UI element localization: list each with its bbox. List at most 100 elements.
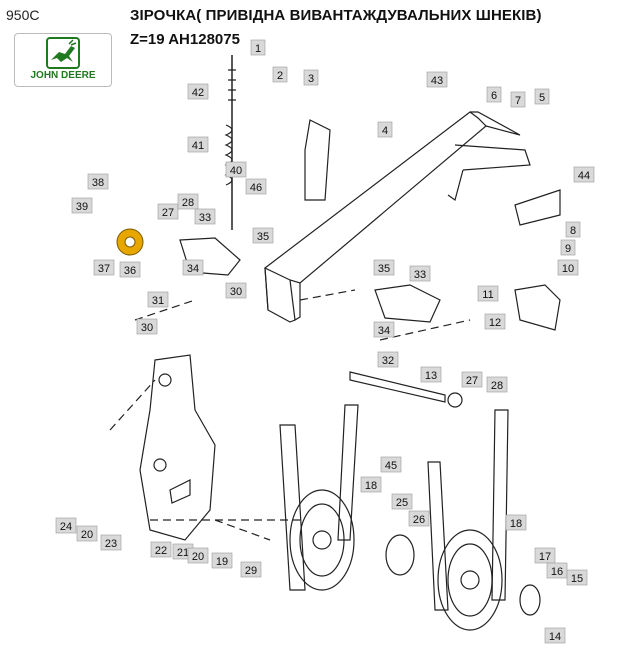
john-deere-logo: JOHN DEERE: [14, 33, 112, 87]
callout-label: 2: [277, 70, 283, 82]
callout-label: 15: [571, 573, 583, 585]
callout-label: 35: [378, 263, 390, 275]
callout-label: 40: [230, 165, 242, 177]
callout-label: 25: [396, 497, 408, 509]
callout-3: 3: [303, 69, 319, 86]
callout-4: 4: [377, 121, 393, 138]
callout-34: 34: [182, 259, 204, 276]
callout-13: 13: [420, 366, 442, 383]
callout-41: 41: [187, 136, 209, 153]
callout-label: 39: [76, 201, 88, 213]
callout-label: 19: [216, 556, 228, 568]
callout-46: 46: [245, 178, 267, 195]
callout-label: 5: [539, 92, 545, 104]
page-title: ЗІРОЧКА( ПРИВІДНА ВИВАНТАЖДУВАЛЬНИХ ШНЕК…: [130, 7, 542, 24]
callout-20: 20: [76, 525, 98, 542]
callout-label: 37: [98, 263, 110, 275]
callout-28: 28: [486, 376, 508, 393]
callout-label: 34: [187, 263, 199, 275]
callout-30: 30: [136, 318, 158, 335]
callout-10: 10: [557, 259, 579, 276]
callout-label: 8: [570, 225, 576, 237]
callout-31: 31: [147, 291, 169, 308]
callout-37: 37: [93, 259, 115, 276]
callout-18: 18: [505, 514, 527, 531]
callout-label: 20: [81, 529, 93, 541]
callout-label: 29: [245, 565, 257, 577]
callout-label: 36: [124, 265, 136, 277]
callout-label: 14: [549, 631, 561, 643]
callout-label: 41: [192, 140, 204, 152]
guard: [514, 284, 561, 331]
callout-label: 10: [562, 263, 574, 275]
callout-label: 35: [257, 231, 269, 243]
callout-label: 18: [365, 480, 377, 492]
callout-11: 11: [477, 285, 499, 302]
callout-label: 44: [578, 170, 590, 182]
callout-label: 43: [431, 75, 443, 87]
callout-42: 42: [187, 83, 209, 100]
callout-label: 26: [413, 514, 425, 526]
callout-34: 34: [373, 321, 395, 338]
callout-29: 29: [240, 561, 262, 578]
callout-38: 38: [87, 173, 109, 190]
brand-name: JOHN DEERE: [30, 70, 96, 81]
callout-9: 9: [560, 239, 576, 256]
callout-label: 6: [491, 90, 497, 102]
callout-35: 35: [252, 227, 274, 244]
callout-label: 32: [382, 355, 394, 367]
callout-19: 19: [211, 552, 233, 569]
callout-32: 32: [377, 351, 399, 368]
callout-7: 7: [510, 91, 526, 108]
callout-23: 23: [100, 534, 122, 551]
callout-label: 46: [250, 182, 262, 194]
callout-14: 14: [544, 627, 566, 644]
callout-label: 30: [141, 322, 153, 334]
callout-label: 7: [515, 95, 521, 107]
callout-label: 33: [199, 212, 211, 224]
callout-35: 35: [373, 259, 395, 276]
callout-label: 27: [466, 375, 478, 387]
callout-33: 33: [194, 208, 216, 225]
hub: [385, 534, 415, 576]
callout-40: 40: [225, 161, 247, 178]
callout-label: 28: [491, 380, 503, 392]
callout-39: 39: [71, 197, 93, 214]
callout-label: 23: [105, 538, 117, 550]
callout-18: 18: [360, 476, 382, 493]
callout-label: 11: [482, 289, 493, 301]
callout-12: 12: [484, 313, 506, 330]
callout-label: 9: [565, 243, 571, 255]
callout-30: 30: [225, 282, 247, 299]
callout-25: 25: [391, 493, 413, 510]
callout-20: 20: [187, 547, 209, 564]
callout-43: 43: [426, 71, 448, 88]
callout-label: 1: [255, 43, 261, 55]
callout-label: 42: [192, 87, 204, 99]
callout-label: 18: [510, 518, 522, 530]
callout-1: 1: [250, 39, 266, 56]
callout-5: 5: [534, 88, 550, 105]
callout-22: 22: [150, 541, 172, 558]
callout-17: 17: [534, 547, 556, 564]
callout-label: 3: [308, 73, 314, 85]
callout-15: 15: [566, 569, 588, 586]
callout-28: 28: [177, 193, 199, 210]
callout-24: 24: [55, 517, 77, 534]
callout-27: 27: [461, 371, 483, 388]
drive-belt-right: [427, 461, 449, 611]
callout-label: 45: [385, 460, 397, 472]
callout-6: 6: [486, 86, 502, 103]
part-number-line: Z=19 AH128075: [130, 31, 240, 48]
callout-8: 8: [565, 221, 581, 238]
callout-44: 44: [573, 166, 595, 183]
callout-27: 27: [157, 203, 179, 220]
callout-label: 20: [192, 551, 204, 563]
idler-plate: [139, 354, 216, 541]
callout-label: 30: [230, 286, 242, 298]
callout-33: 33: [409, 265, 431, 282]
callout-label: 13: [425, 370, 437, 382]
callout-16: 16: [546, 562, 568, 579]
callout-label: 21: [177, 547, 189, 559]
